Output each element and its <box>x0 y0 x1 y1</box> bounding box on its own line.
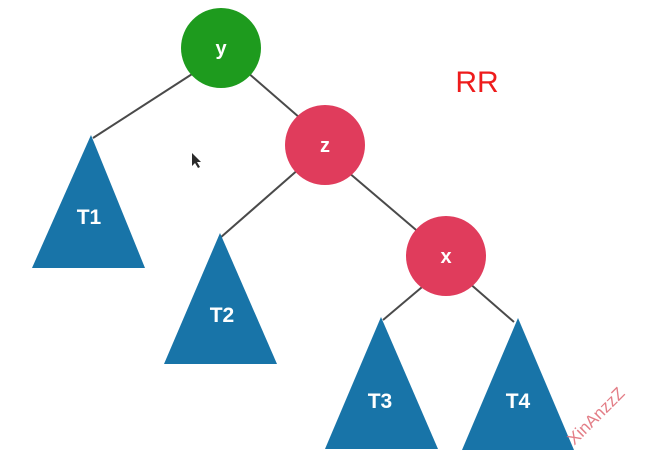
subtree-t4-triangle <box>462 318 574 450</box>
edge-z-t2 <box>219 167 301 239</box>
subtree-t1: T1 <box>32 135 145 268</box>
node-y: y <box>181 8 261 88</box>
subtree-t3: T3 <box>325 317 438 449</box>
node-z-circle <box>285 105 365 185</box>
subtree-t2-label: T2 <box>210 304 235 327</box>
edge-x-t4 <box>467 281 515 323</box>
edge-group <box>92 66 515 323</box>
node-z: z <box>285 105 365 185</box>
edge-x-t3 <box>382 281 429 321</box>
subtree-t4: T4 <box>462 318 574 450</box>
edge-z-x <box>347 171 423 236</box>
subtree-t3-triangle <box>325 317 438 449</box>
node-z-label: z <box>320 135 330 157</box>
subtree-t2: T2 <box>164 233 277 364</box>
node-y-circle <box>181 8 261 88</box>
edge-y-t1 <box>92 66 204 139</box>
subtree-t2-triangle <box>164 233 277 364</box>
node-x-circle <box>406 216 486 296</box>
rotation-case-label: RR <box>455 66 498 99</box>
subtree-t4-label: T4 <box>506 390 531 413</box>
node-x-label: x <box>440 246 451 268</box>
subtree-t1-triangle <box>32 135 145 268</box>
node-x: x <box>406 216 486 296</box>
node-y-label: y <box>215 38 227 60</box>
arrow-cursor-icon <box>192 153 201 168</box>
edge-y-z <box>246 71 301 119</box>
subtree-t3-label: T3 <box>368 390 393 413</box>
subtree-t1-label: T1 <box>77 206 102 229</box>
watermark-text: XinAnzzZ <box>564 384 629 449</box>
